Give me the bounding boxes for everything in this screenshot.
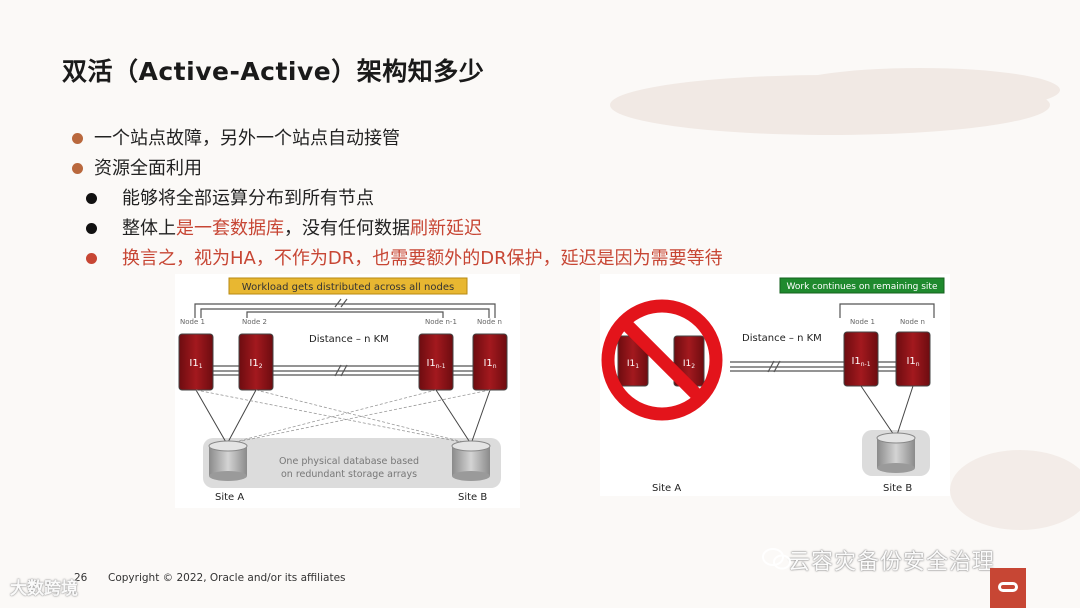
bullet-dot xyxy=(72,133,83,144)
slide-title: 双活（Active-Active）架构知多少 xyxy=(62,57,485,86)
node-server-n-1: I1n-1 xyxy=(418,333,454,391)
oracle-logo xyxy=(990,568,1026,608)
sub-bullet-dot xyxy=(86,253,97,264)
banner-text: Work continues on remaining site xyxy=(787,282,938,292)
storage-note-1: One physical database based xyxy=(279,456,419,467)
node-label-n: Node n xyxy=(900,318,925,326)
node-label-2: Node 2 xyxy=(242,318,267,326)
svg-text:I11: I11 xyxy=(189,358,202,370)
banner-text: Workload gets distributed across all nod… xyxy=(242,282,454,293)
sub-bullet-2: 整体上是一套数据库，没有任何数据刷新延迟 xyxy=(86,214,723,244)
sub-bullet-dot xyxy=(86,223,97,234)
banner-bg xyxy=(228,277,468,295)
copyright-text: Copyright © 2022, Oracle and/or its affi… xyxy=(108,572,346,584)
watermark-left: 大数跨境 xyxy=(10,579,78,599)
node-server-2: I12 xyxy=(238,333,274,391)
wechat-icon xyxy=(762,548,791,570)
bullet-text: 资源全面利用 xyxy=(94,158,202,179)
node-label-1: Node 1 xyxy=(850,318,875,326)
sub-bullet-text: 换言之，视为HA，不作为DR，也需要额外的DR保护，延迟是因为需要等待 xyxy=(122,248,723,269)
diagram-site-failure: Work continues on remaining site Node 1 … xyxy=(600,274,950,496)
node-server-1: I11 xyxy=(178,333,214,391)
storage-area xyxy=(203,438,501,488)
svg-text:I1n: I1n xyxy=(906,356,919,368)
page-number: 26 xyxy=(74,572,88,584)
highlight-single-db: 是一套数据库 xyxy=(176,218,284,239)
bullet-1: 一个站点故障，另外一个站点自动接管 xyxy=(72,124,723,154)
disk-site-b xyxy=(451,440,491,481)
svg-text:I1n: I1n xyxy=(483,358,496,370)
watermark-right: 云容灾备份安全治理 xyxy=(788,550,996,575)
svg-text:I11: I11 xyxy=(627,359,639,370)
diagram-active-active: Workload gets distributed across all nod… xyxy=(175,274,520,508)
bullet-list: 一个站点故障，另外一个站点自动接管 资源全面利用 能够将全部运算分布到所有节点 … xyxy=(72,124,723,274)
svg-text:I12: I12 xyxy=(249,358,262,370)
node-label-n: Node n xyxy=(477,318,502,326)
oracle-o-icon xyxy=(998,582,1018,592)
sub-bullet-3: 换言之，视为HA，不作为DR，也需要额外的DR保护，延迟是因为需要等待 xyxy=(86,244,723,274)
banner-bg xyxy=(779,277,945,294)
svg-text:I1n-1: I1n-1 xyxy=(426,358,445,370)
site-a-label: Site A xyxy=(215,492,244,503)
distance-label: Distance – n KM xyxy=(742,333,822,344)
sub-bullet-text: 能够将全部运算分布到所有节点 xyxy=(122,188,374,209)
node-server-n: I1n xyxy=(472,333,508,391)
background-texture-lower xyxy=(950,450,1080,530)
node-label-n-1: Node n-1 xyxy=(425,318,457,326)
disk-site-b xyxy=(876,432,916,473)
sub-bullet-1: 能够将全部运算分布到所有节点 xyxy=(86,184,723,214)
node-server-n-1: I1n-1 xyxy=(843,331,879,387)
sub-bullet-dot xyxy=(86,193,97,204)
site-b-label: Site B xyxy=(883,483,912,494)
node-label-1: Node 1 xyxy=(180,318,205,326)
bullet-text: 一个站点故障，另外一个站点自动接管 xyxy=(94,128,400,149)
bullet-dot xyxy=(72,163,83,174)
highlight-refresh-delay: 刷新延迟 xyxy=(410,218,482,239)
svg-text:I1n-1: I1n-1 xyxy=(851,356,870,368)
distance-label: Distance – n KM xyxy=(309,334,389,345)
node-server-n: I1n xyxy=(895,331,931,387)
bullet-2: 资源全面利用 xyxy=(72,154,723,184)
sub-bullet-text-mid: ，没有任何数据 xyxy=(284,218,410,239)
site-a-label: Site A xyxy=(652,483,681,494)
site-b-label: Site B xyxy=(458,492,487,503)
svg-text:I12: I12 xyxy=(683,359,695,370)
storage-note-2: on redundant storage arrays xyxy=(281,469,417,480)
disk-site-a xyxy=(208,440,248,481)
prohibited-icon xyxy=(601,299,723,421)
sub-bullet-text-pre: 整体上 xyxy=(122,218,176,239)
